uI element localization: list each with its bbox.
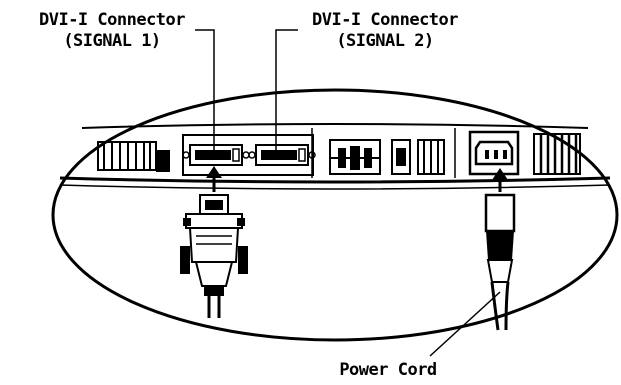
label-power-cord: Power Cord <box>339 360 437 380</box>
panel-bottom-edge <box>59 176 611 184</box>
power-inlet <box>468 130 520 176</box>
insertion-arrows <box>206 166 508 192</box>
leader-power <box>429 291 501 357</box>
leader-lines <box>195 29 501 357</box>
dvi-port-signal2 <box>248 144 316 166</box>
left-vent <box>97 141 170 172</box>
label-dvi-connector-signal1: DVI-I Connector (SIGNAL 1) <box>12 10 212 52</box>
dvi-port-signal1 <box>182 144 250 166</box>
leader-signal2 <box>275 29 298 150</box>
arrow-up-icon <box>206 166 222 178</box>
middle-components <box>311 128 456 178</box>
magnified-view-outline <box>51 88 619 342</box>
right-vent <box>533 133 581 175</box>
label-line: (SIGNAL 2) <box>336 31 434 51</box>
dvi-cable-plug <box>180 194 248 318</box>
leader-signal1 <box>195 29 215 150</box>
label-line: (SIGNAL 1) <box>63 31 161 51</box>
rear-panel-view <box>51 88 619 342</box>
label-line: DVI-I Connector <box>311 10 459 30</box>
label-dvi-connector-signal2: DVI-I Connector (SIGNAL 2) <box>285 10 485 52</box>
panel-top-edge <box>81 123 589 129</box>
label-line: DVI-I Connector <box>38 10 186 30</box>
power-cord-plug <box>484 193 516 331</box>
panel-lower-edge <box>59 184 611 190</box>
arrow-up-icon <box>492 168 508 180</box>
